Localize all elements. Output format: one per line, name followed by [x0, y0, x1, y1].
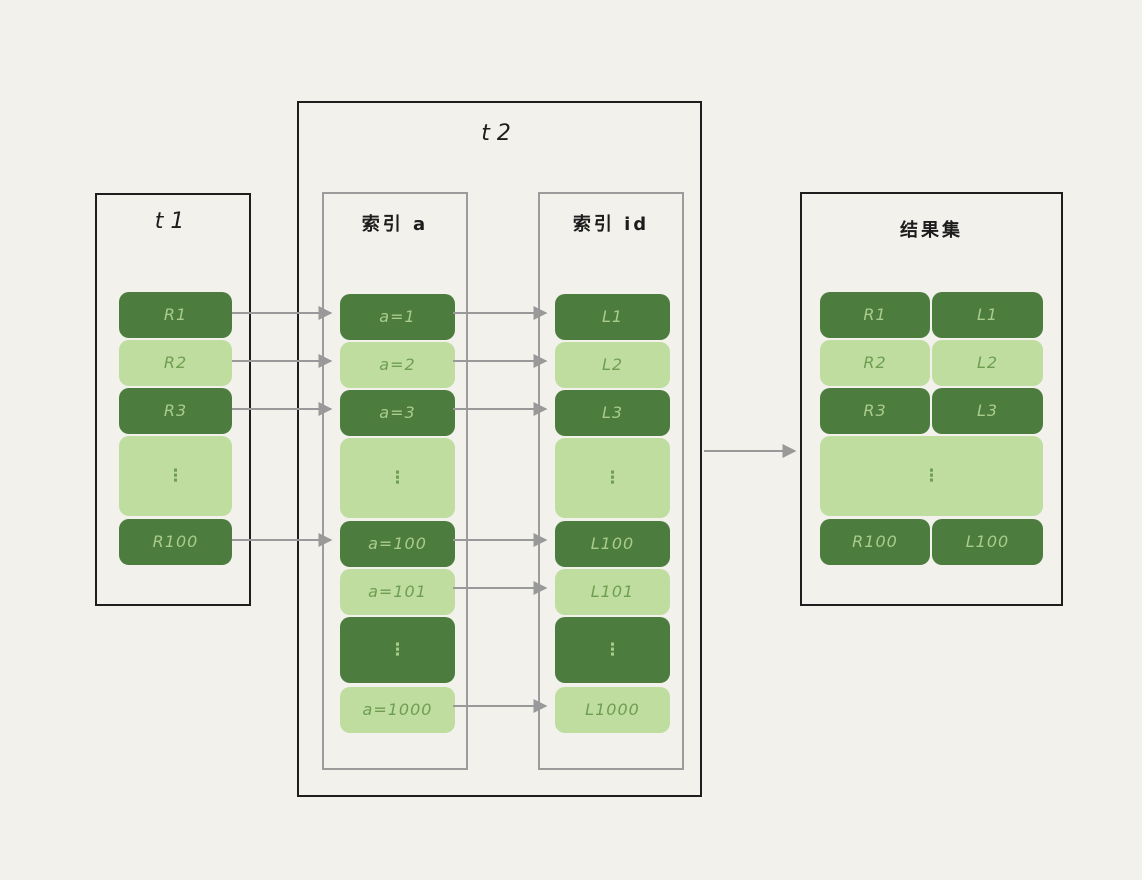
t1-row-ellipsis: ⋮ — [119, 436, 232, 516]
result-row-100-left: R100 — [820, 519, 930, 565]
result-row-3-right: L3 — [932, 388, 1043, 434]
index-a-row-1: a=1 — [340, 294, 455, 340]
index-id-row-1: L1 — [555, 294, 670, 340]
index-a-row-3: a=3 — [340, 390, 455, 436]
index-id-row-2: L2 — [555, 342, 670, 388]
index-id-box: 索引 id L1 L2 L3 ⋮ L100 L101 ⋮ L1000 — [538, 192, 684, 770]
result-set-box: 结果集 R1 L1 R2 L2 R3 L3 ⋮ R100 L100 — [800, 192, 1063, 606]
index-a-row-ellipsis-1: ⋮ — [340, 438, 455, 518]
result-row-2-right: L2 — [932, 340, 1043, 386]
index-id-title: 索引 id — [572, 214, 650, 235]
index-id-row-101: L101 — [555, 569, 670, 615]
result-set-title: 结果集 — [900, 220, 963, 241]
index-id-row-1000: L1000 — [555, 687, 670, 733]
index-a-row-101: a=101 — [340, 569, 455, 615]
index-id-row-100: L100 — [555, 521, 670, 567]
result-row-100-right: L100 — [932, 519, 1043, 565]
index-a-row-2: a=2 — [340, 342, 455, 388]
table-t2-box: t2 索引 a a=1 a=2 a=3 ⋮ a=100 a=101 ⋮ a=10… — [297, 101, 702, 797]
t1-row-r1: R1 — [119, 292, 232, 338]
result-row-1-left: R1 — [820, 292, 930, 338]
index-id-row-3: L3 — [555, 390, 670, 436]
index-id-row-ellipsis-1: ⋮ — [555, 438, 670, 518]
t1-row-r2: R2 — [119, 340, 232, 386]
result-row-3-left: R3 — [820, 388, 930, 434]
index-a-row-100: a=100 — [340, 521, 455, 567]
table-t1-box: t1 R1 R2 R3 ⋮ R100 — [95, 193, 251, 606]
index-id-row-ellipsis-2: ⋮ — [555, 617, 670, 683]
t1-row-r3: R3 — [119, 388, 232, 434]
result-row-ellipsis: ⋮ — [820, 436, 1043, 516]
index-a-row-1000: a=1000 — [340, 687, 455, 733]
index-a-title: 索引 a — [361, 214, 429, 235]
index-a-box: 索引 a a=1 a=2 a=3 ⋮ a=100 a=101 ⋮ a=1000 — [322, 192, 468, 770]
t2-title: t2 — [481, 121, 518, 146]
t1-row-r100: R100 — [119, 519, 232, 565]
result-row-1-right: L1 — [932, 292, 1043, 338]
index-a-row-ellipsis-2: ⋮ — [340, 617, 455, 683]
t1-title: t1 — [154, 209, 192, 234]
result-row-2-left: R2 — [820, 340, 930, 386]
